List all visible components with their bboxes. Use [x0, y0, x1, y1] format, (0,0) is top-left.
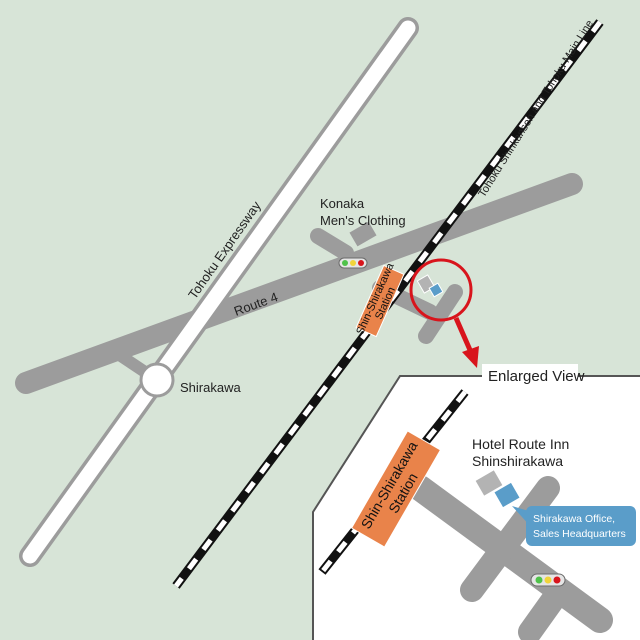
konaka-label-1: Konaka: [320, 196, 365, 211]
hotel-building-large: [474, 469, 504, 497]
konaka-label-2: Men's Clothing: [320, 213, 406, 228]
konaka-side-road: [310, 228, 354, 261]
interchange-circle-icon: [139, 362, 175, 398]
traffic-light-icon: [530, 573, 566, 587]
highlight-circle-icon: [409, 258, 473, 322]
office-building-large: [493, 481, 521, 509]
hotel-label-1: Hotel Route Inn: [472, 436, 569, 452]
enlarged-view-label: Enlarged View: [488, 368, 585, 385]
enlarged-view-label-bg: [482, 364, 578, 386]
office-label-1: Shirakawa Office,: [533, 513, 615, 525]
shirakawa-label: Shirakawa: [180, 380, 241, 395]
traffic-light-icon: [338, 257, 368, 269]
expressway: [19, 17, 419, 567]
konaka-building: [349, 221, 377, 247]
office-callout: Shirakawa Office, Sales Headquarters: [512, 506, 636, 546]
hotel-label-2: Shinshirakawa: [472, 453, 563, 469]
office-label-2: Sales Headquarters: [533, 528, 626, 540]
inset-cross-road: [460, 476, 560, 602]
inset-south-road: [518, 578, 572, 640]
office-building-small: [428, 282, 444, 298]
hotel-cross-road: [418, 284, 463, 344]
red-arrow-icon: [453, 316, 479, 368]
